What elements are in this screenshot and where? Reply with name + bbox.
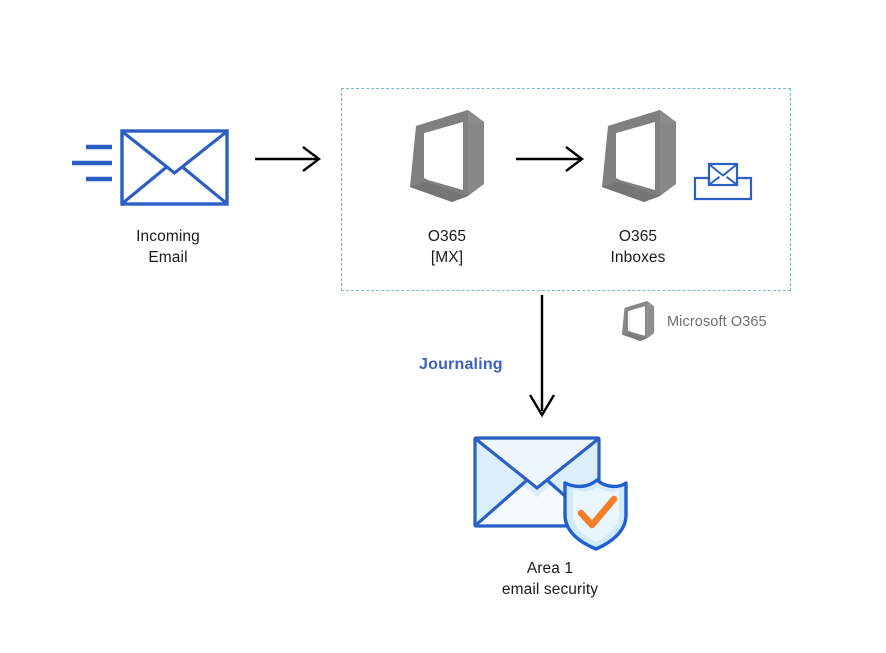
o365-mx-node	[406, 110, 488, 202]
journaling-label: Journaling	[419, 356, 503, 373]
office-365-icon	[621, 301, 655, 341]
office-365-icon	[602, 110, 676, 202]
check-icon	[577, 495, 618, 529]
connector-inboxes-to-area1	[528, 295, 556, 420]
o365-inboxes-label: O365 Inboxes	[610, 228, 666, 266]
legend-office-icon-wrap	[620, 301, 656, 341]
o365-mx-label: O365 [MX]	[427, 228, 467, 266]
arrow-right-icon	[255, 146, 321, 172]
office-365-icon	[410, 110, 484, 202]
arrow-right-icon	[516, 146, 584, 172]
microsoft-o365-zone	[341, 88, 791, 291]
envelope-icon	[72, 129, 229, 206]
area1-label: Area 1 email security	[501, 560, 599, 598]
incoming-email-label: Incoming Email	[136, 228, 200, 266]
speed-lines-icon	[72, 144, 112, 182]
legend-label: Microsoft O365	[667, 314, 767, 330]
area1-node	[470, 433, 630, 551]
o365-inboxes-node	[598, 110, 680, 202]
inbox-badge-node	[692, 160, 754, 202]
incoming-email-node	[70, 125, 235, 210]
inbox-tray-icon	[693, 162, 753, 201]
connector-mx-to-inboxes	[516, 145, 586, 173]
email-shield-check-icon	[473, 436, 628, 551]
connector-incoming-to-mx	[255, 145, 323, 173]
arrow-down-icon	[528, 295, 556, 418]
